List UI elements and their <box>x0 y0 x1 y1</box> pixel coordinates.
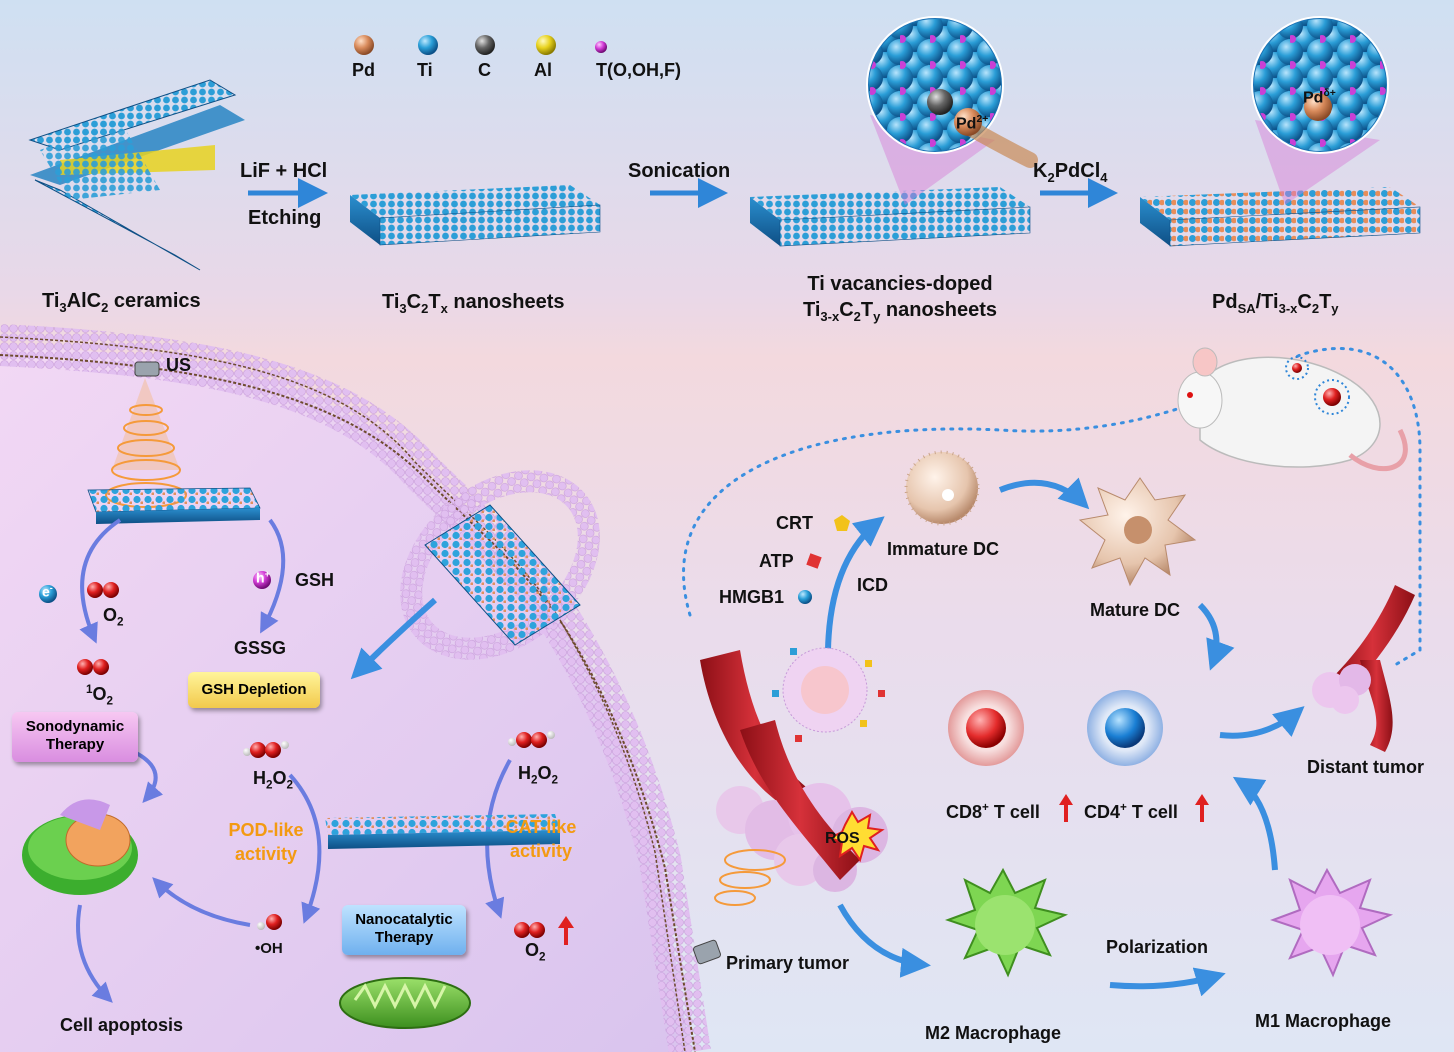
singlet-o2-molecule <box>77 659 109 675</box>
al-legend-atom <box>536 35 556 55</box>
h2o2-label-left: H2O2 <box>253 768 294 792</box>
pd-legend-atom <box>354 35 374 55</box>
pd-sa-label: PdSA/Ti3-xC2Ty <box>1212 291 1339 316</box>
pd-delta-label: Pdδ+ <box>1303 88 1336 107</box>
electron-label: e- <box>42 583 53 600</box>
vacancy-label-line2: Ti3-xC2Ty nanosheets <box>802 299 998 324</box>
ti3c2tx-nanosheet <box>350 185 601 246</box>
mouse-tumor-large <box>1323 388 1341 406</box>
m1-macrophage <box>1269 867 1394 978</box>
ti3alc2-ceramic-illustration <box>28 79 245 271</box>
o2-label-bottom: O2 <box>525 940 546 964</box>
step1-top-label: LiF + HCl <box>240 160 328 182</box>
polarization-label: Polarization <box>1106 937 1209 957</box>
o2-label-top: O2 <box>103 605 124 629</box>
cd4-increase-arrow <box>1195 794 1209 822</box>
m1-macrophage-label: M1 Macrophage <box>1255 1011 1392 1031</box>
cell-nanosheet-middle <box>325 814 560 849</box>
o2-molecule-top <box>87 582 119 598</box>
vacancy-label-line1: Ti vacancies-doped <box>807 273 993 295</box>
ros-burst <box>827 809 885 863</box>
m2-macrophage <box>944 867 1069 978</box>
primary-tumor <box>700 650 888 906</box>
o2-molecule-bottom <box>514 922 545 938</box>
endocytosis-nanosheet <box>350 470 600 680</box>
immature-dc-cell <box>904 450 980 526</box>
ros-label: ROS <box>825 830 860 847</box>
distant-tumor <box>1312 585 1415 752</box>
crt-icon <box>834 515 850 531</box>
us-label-left: US <box>166 355 192 375</box>
mouse-tumor-small <box>1292 363 1302 373</box>
cd8-increase-arrow <box>1059 794 1073 822</box>
mature-dc-cell <box>1078 477 1197 587</box>
step2-label: Sonication <box>628 160 731 182</box>
mature-dc-label: Mature DC <box>1090 600 1181 620</box>
ceramics-label: Ti3AlC2 ceramics <box>42 290 201 315</box>
legend-al-label: Al <box>534 60 552 80</box>
gsh-label: GSH <box>295 570 335 590</box>
icd-label: ICD <box>857 575 888 595</box>
single-pd-atom <box>1304 93 1332 121</box>
vacancy-c-atom <box>927 89 953 115</box>
hmgb1-label: HMGB1 <box>719 587 785 607</box>
cd8-label: CD8+ T cell <box>946 801 1040 822</box>
h2o2-label-right: H2O2 <box>518 763 559 787</box>
ti-legend-atom <box>418 35 438 55</box>
metastasis-dotted-path <box>682 347 1422 667</box>
distant-tumor-label: Distant tumor <box>1307 757 1424 777</box>
apoptotic-cell <box>22 799 138 895</box>
cd4-label: CD4+ T cell <box>1084 801 1178 822</box>
t-legend-atom <box>595 41 607 53</box>
sonodynamic-therapy-box: Sonodynamic Therapy <box>12 712 138 762</box>
primary-tumor-label: Primary tumor <box>726 953 850 973</box>
hmgb1-icon <box>798 590 812 604</box>
ultrasound-probe-right <box>692 939 722 965</box>
crt-label: CRT <box>776 513 813 533</box>
step3-label: K2PdCl4 <box>1033 160 1108 185</box>
singlet-o2-label: 1O2 <box>86 683 114 708</box>
h2o2-molecule-right <box>508 731 555 748</box>
cell-apoptosis-label: Cell apoptosis <box>60 1015 184 1035</box>
mouse-illustration <box>1177 347 1408 472</box>
gsh-depletion-box: GSH Depletion <box>188 672 320 708</box>
hole-label: h+ <box>256 569 270 586</box>
atp-icon <box>806 553 822 569</box>
step1-bottom-label: Etching <box>248 207 322 229</box>
pd-sa-nanosheet <box>1140 187 1421 247</box>
c-legend-atom <box>475 35 495 55</box>
electron-icon <box>39 585 57 603</box>
hydroxyl-molecule <box>257 914 282 930</box>
vacancy-zoom <box>866 16 1038 205</box>
vacancy-nanosheet <box>750 187 1031 247</box>
atp-label: ATP <box>759 551 794 571</box>
immune-arrows <box>825 477 1305 997</box>
cd4-t-cell <box>1087 690 1163 766</box>
o2-increase-arrow <box>558 916 574 945</box>
legend-c-label: C <box>478 60 491 80</box>
hole-icon <box>253 571 271 589</box>
legend-atoms <box>354 35 607 55</box>
nanocatalytic-therapy-box: Nanocatalytic Therapy <box>342 905 466 955</box>
damp-releasing-cell <box>772 647 885 742</box>
gssg-label: GSSG <box>234 638 287 658</box>
h2o2-molecule-left <box>243 741 289 758</box>
legend-pd-label: Pd <box>352 60 376 80</box>
pod-activity-label: POD-like activity <box>228 820 304 864</box>
mitochondrion <box>339 977 471 1029</box>
hydroxyl-label: •OH <box>255 940 283 957</box>
pd2-atom <box>954 108 982 136</box>
cd8-t-cell <box>948 690 1024 766</box>
pd2-label: Pd2+ <box>956 114 989 133</box>
legend-t-label: T(O,OH,F) <box>596 60 681 80</box>
cat-activity-label: CAT-like activity <box>505 817 577 861</box>
legend-ti-label: Ti <box>417 60 433 80</box>
immature-dc-label: Immature DC <box>887 539 1000 559</box>
cell-nanosheet-top <box>87 487 261 524</box>
pd-sa-zoom <box>1251 16 1389 205</box>
m2-macrophage-label: M2 Macrophage <box>925 1023 1062 1043</box>
nanosheets-label: Ti3C2Tx nanosheets <box>382 291 565 316</box>
